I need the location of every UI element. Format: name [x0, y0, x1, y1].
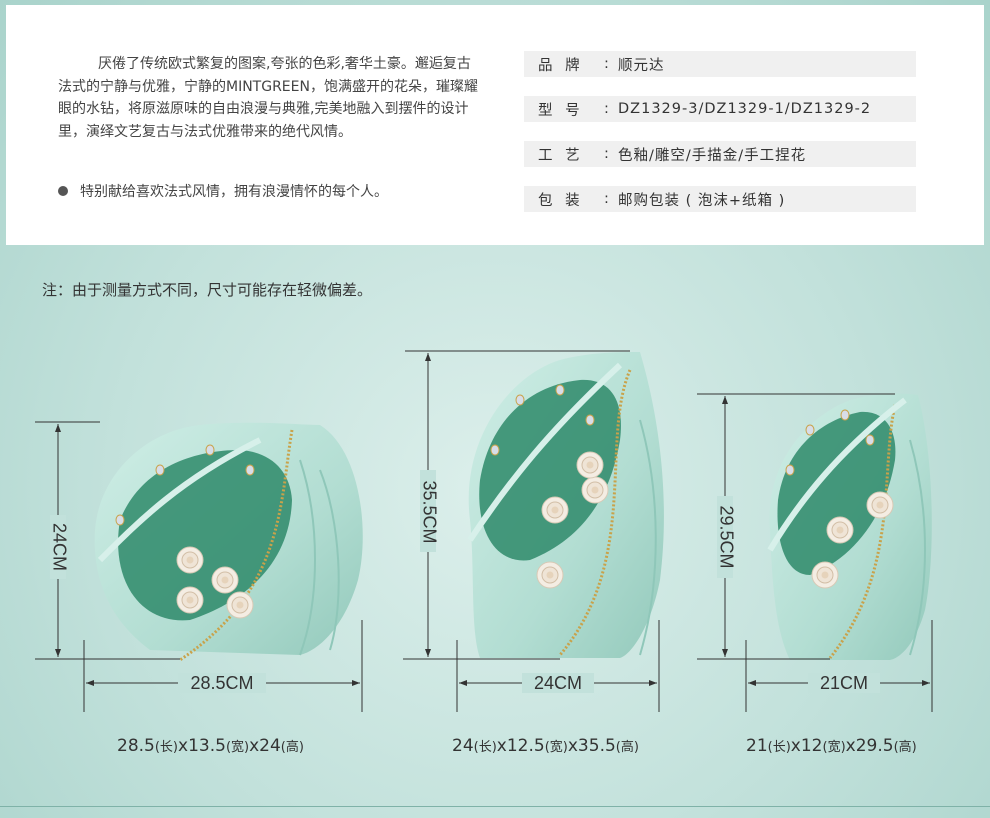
caption-length: 28.5 [117, 736, 155, 756]
description-paragraph: 厌倦了传统欧式繁复的图案,夸张的色彩,奢华土豪。邂逅复古法式的宁静与优雅，宁静的… [58, 56, 478, 140]
caption-width: x13.5 [178, 736, 226, 756]
vase-2-dimensions: 35.5CM 24CM [403, 350, 660, 712]
spec-separator: : [604, 56, 610, 72]
spec-separator: : [604, 146, 610, 162]
caption-width: x12 [790, 736, 823, 756]
vase-3-size-caption: 21(长)x12(宽)x29.5(高) [746, 736, 917, 756]
caption-unit: (宽) [544, 740, 568, 755]
vase-2-image [467, 352, 664, 658]
caption-unit: (长) [473, 740, 497, 755]
vase-1-image [94, 422, 363, 662]
caption-unit: (宽) [225, 740, 250, 755]
spec-label: 工 艺 [538, 147, 584, 164]
spec-value: 顺元达 [618, 57, 665, 74]
caption-unit: (高) [893, 740, 917, 755]
spec-label: 包 装 [538, 192, 584, 209]
caption-length: 24 [452, 736, 474, 756]
dedication-line: 特别献给喜欢法式风情，拥有浪漫情怀的每个人。 [58, 181, 388, 201]
bottom-divider [0, 806, 990, 807]
height-label: 24CM [49, 523, 69, 571]
vase-1-size-caption: 28.5(长)x13.5(宽)x24(高) [117, 736, 304, 756]
spec-label: 型 号 [538, 102, 584, 119]
caption-height: x29.5 [845, 736, 894, 756]
spec-row-craft: 工 艺 : 色釉/雕空/手描金/手工捏花 [524, 141, 916, 167]
caption-unit: (高) [280, 740, 304, 755]
width-label: 21CM [820, 673, 868, 693]
caption-height: x35.5 [567, 736, 616, 756]
spec-value: 邮购包装 ( 泡沫+纸箱 ) [618, 192, 786, 209]
height-label: 29.5CM [716, 505, 736, 568]
vase-1-dimensions: 24CM 28.5CM [35, 421, 363, 712]
vase-3-dimensions: 29.5CM 21CM [697, 393, 933, 712]
product-info-panel: 厌倦了传统欧式繁复的图案,夸张的色彩,奢华土豪。邂逅复古法式的宁静与优雅，宁静的… [6, 5, 984, 245]
dedication-text: 特别献给喜欢法式风情，拥有浪漫情怀的每个人。 [80, 184, 388, 200]
spec-separator: : [604, 191, 610, 207]
spec-separator: : [604, 101, 610, 117]
spec-value: 色釉/雕空/手描金/手工捏花 [618, 147, 807, 164]
product-description: 厌倦了传统欧式繁复的图案,夸张的色彩,奢华土豪。邂逅复古法式的宁静与优雅，宁静的… [58, 53, 478, 143]
bullet-icon [58, 186, 68, 196]
vase-2-size-caption: 24(长)x12.5(宽)x35.5(高) [452, 736, 639, 756]
measurement-note: 注：由于测量方式不同，尺寸可能存在轻微偏差。 [42, 281, 373, 299]
caption-length: 21 [746, 736, 768, 756]
spec-row-brand: 品 牌 : 顺元达 [524, 51, 916, 77]
height-label: 35.5CM [419, 480, 439, 543]
vase-3-image [767, 393, 932, 660]
caption-unit: (长) [154, 740, 179, 755]
caption-width: x12.5 [496, 736, 545, 756]
spec-label: 品 牌 [538, 57, 584, 74]
width-label: 28.5CM [190, 673, 253, 693]
spec-value: DZ1329-3/DZ1329-1/DZ1329-2 [618, 101, 872, 117]
caption-unit: (长) [767, 740, 791, 755]
caption-height: x24 [249, 736, 281, 756]
caption-unit: (宽) [822, 740, 846, 755]
caption-unit: (高) [615, 740, 639, 755]
spec-row-packaging: 包 装 : 邮购包装 ( 泡沫+纸箱 ) [524, 186, 916, 212]
spec-table: 品 牌 : 顺元达 型 号 : DZ1329-3/DZ1329-1/DZ1329… [524, 51, 916, 231]
spec-row-model: 型 号 : DZ1329-3/DZ1329-1/DZ1329-2 [524, 96, 916, 122]
width-label: 24CM [534, 673, 582, 693]
